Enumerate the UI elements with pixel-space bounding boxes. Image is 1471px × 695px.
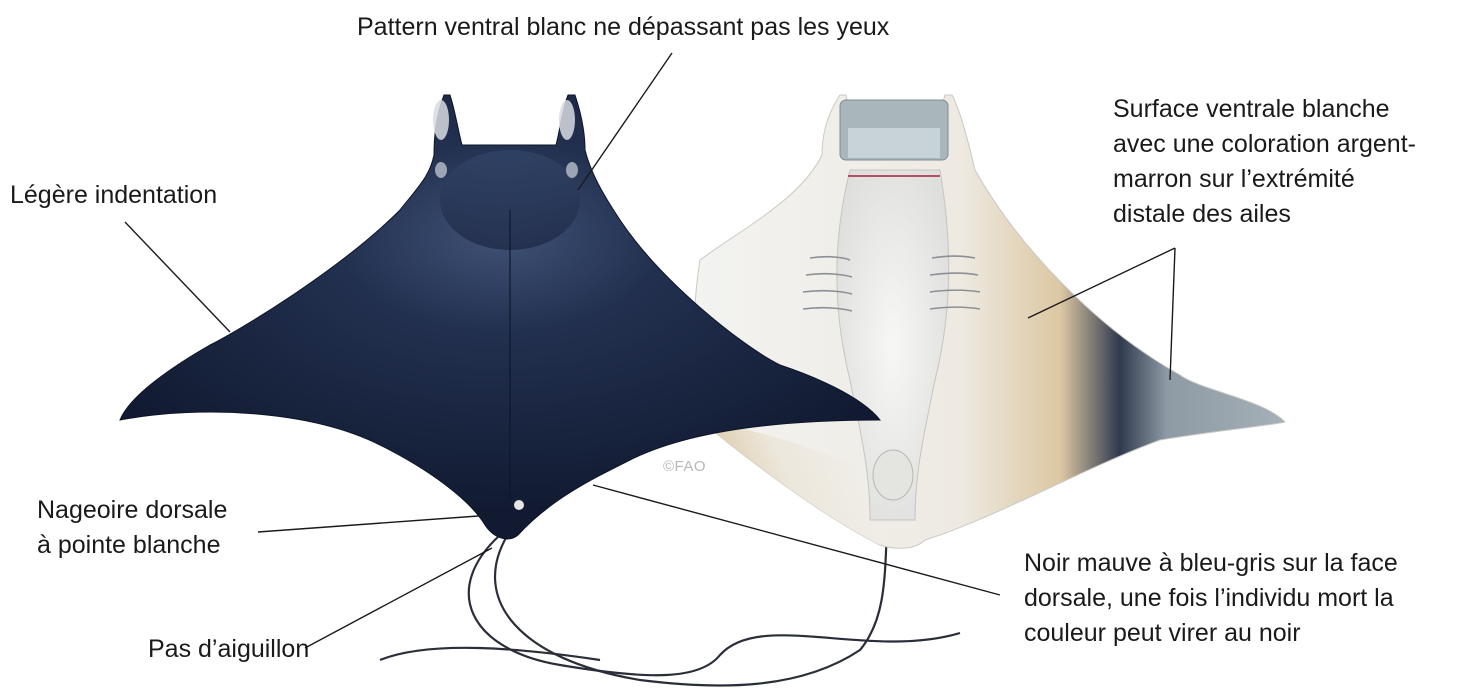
label-no-spine: Pas d’aiguillon	[148, 632, 309, 667]
label-slight-indentation: Légère indentation	[10, 178, 217, 213]
fao-credit: ©FAO	[663, 458, 706, 475]
tails	[380, 525, 960, 686]
dorsal-fin-white-tip	[514, 500, 524, 510]
label-dorsal-colour: Noir mauve à bleu-gris sur la face dorsa…	[1024, 546, 1398, 651]
label-dorsal-fin: Nageoire dorsale à pointe blanche	[37, 493, 227, 563]
label-ventral-surface: Surface ventrale blanche avec une colora…	[1113, 92, 1416, 232]
label-ventral-pattern: Pattern ventral blanc ne dépassant pas l…	[357, 10, 889, 45]
